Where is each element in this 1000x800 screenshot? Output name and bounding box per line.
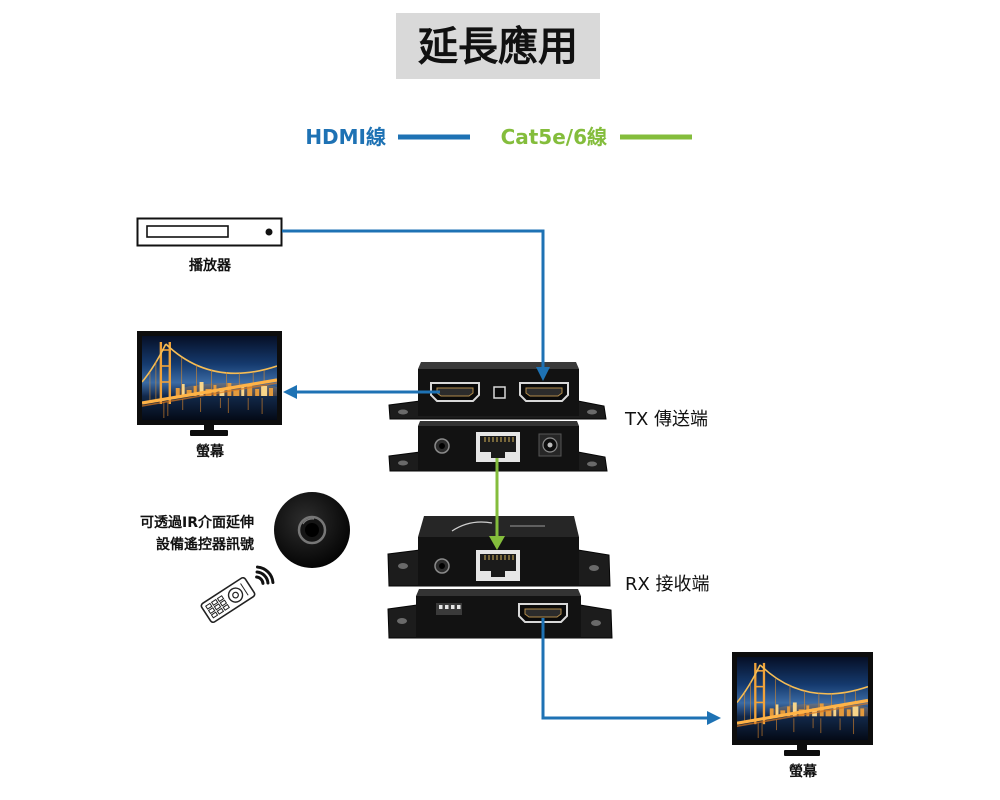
monitor-remote-screen xyxy=(737,657,877,740)
wireless-signal-icon xyxy=(255,565,275,585)
rx-dip-switch xyxy=(436,603,462,615)
hdmi-port-tongue xyxy=(525,387,563,397)
remote-button xyxy=(219,599,228,607)
ir-jack-icon xyxy=(274,492,350,568)
rx-hdmi-out-port xyxy=(518,603,568,623)
remote-button xyxy=(210,598,219,606)
remote-button xyxy=(207,607,216,615)
player-power-led xyxy=(265,228,273,236)
monitor-local-stand-base xyxy=(190,430,228,436)
dip-switch-toggle xyxy=(451,605,455,609)
remote-button xyxy=(210,611,219,619)
rx-front-ear-hole-left xyxy=(398,563,408,569)
legend-cat-label: Cat5e/6線 xyxy=(501,125,607,149)
arrow-down-icon xyxy=(489,536,505,550)
hdmi-cable-line xyxy=(282,229,545,368)
remote-button-grid xyxy=(205,595,230,619)
rx-front-ear-hole-right xyxy=(589,565,599,571)
title-background xyxy=(396,13,600,79)
rx-top-logo-swoosh xyxy=(451,521,493,532)
tx-label: TX 傳送端 xyxy=(624,409,708,430)
monitor-local-screen xyxy=(142,336,286,420)
remote-button xyxy=(216,595,225,603)
dip-switch-toggle xyxy=(445,605,449,609)
rx-label: RX 接收端 xyxy=(625,574,710,595)
hdmi-cable-line xyxy=(541,618,708,720)
signal-wave-medium xyxy=(255,570,270,585)
monitor-remote-stand-base xyxy=(784,750,820,756)
title-box: 延長應用 xyxy=(396,13,600,79)
hdmi-port-tongue xyxy=(524,608,562,618)
hdmi-cable-tx-to-local-monitor xyxy=(283,385,440,399)
remote-ok-button xyxy=(232,591,239,599)
remote-body xyxy=(200,576,256,624)
diagram-title: 延長應用 xyxy=(418,24,578,70)
remote-divider xyxy=(240,583,249,596)
rx-rj45-port xyxy=(476,550,520,581)
signal-wave-small xyxy=(255,575,265,585)
media-player-icon xyxy=(136,217,283,247)
tx-button-icon xyxy=(493,386,506,399)
hdmi-cable-player-to-tx xyxy=(282,229,550,381)
legend: HDMI線 Cat5e/6線 xyxy=(305,125,692,149)
monitor-remote-stand-neck xyxy=(797,745,807,751)
rx-rear-top-face xyxy=(416,589,581,596)
tx-rear-ear-hole-right xyxy=(587,461,597,467)
rx-ir-jack-hole xyxy=(439,563,445,569)
arrow-right-icon xyxy=(707,711,721,725)
rj45-contacts xyxy=(484,437,514,442)
player-disc-slot xyxy=(146,225,229,238)
monitor-local-label: 螢幕 xyxy=(196,443,225,460)
rx-rear-ear-hole-right xyxy=(591,620,601,626)
hdmi-port-tongue xyxy=(436,387,474,397)
tx-rear-ear-hole-left xyxy=(398,460,408,466)
monitor-remote-label: 螢幕 xyxy=(789,763,818,780)
tx-rear-top-face xyxy=(418,421,579,426)
cat-cable-tx-to-rx xyxy=(489,458,505,550)
tx-rj45-port xyxy=(476,432,520,462)
tx-front-ear-hole-right xyxy=(587,409,597,415)
monitor-icon xyxy=(137,331,286,436)
legend-hdmi-label: HDMI線 xyxy=(305,125,386,149)
tx-dc-jack-pin xyxy=(547,442,553,448)
ir-note-line-2: 設備遙控器訊號 xyxy=(156,536,254,553)
monitor-icon xyxy=(732,652,877,756)
tx-front-ear-hole-left xyxy=(398,409,408,415)
rx-unit-front-view xyxy=(387,516,611,587)
arrow-down-icon xyxy=(536,367,550,381)
tx-ir-jack-hole xyxy=(439,443,445,449)
ir-jack-socket xyxy=(305,523,319,537)
monitor-local-stand-neck xyxy=(204,425,214,431)
tx-unit-front-view xyxy=(388,362,607,420)
tx-hdmi-loop-out-port xyxy=(430,382,480,402)
hdmi-cable-rx-to-remote-monitor xyxy=(541,618,721,725)
remote-control-icon xyxy=(200,576,256,624)
rj45-contacts xyxy=(484,555,514,560)
ir-note-line-1: 可透過IR介面延伸 xyxy=(140,514,254,531)
remote-button xyxy=(216,607,225,615)
rx-unit-rear-view xyxy=(387,589,613,639)
remote-button xyxy=(213,603,222,611)
remote-button xyxy=(222,603,230,611)
player-label: 播放器 xyxy=(189,257,232,274)
tx-front-top-face xyxy=(418,362,579,369)
arrow-left-icon xyxy=(283,385,297,399)
dip-switch-toggle xyxy=(439,605,443,609)
rx-rear-ear-hole-left xyxy=(397,618,407,624)
tx-hdmi-in-port xyxy=(519,382,569,402)
remote-button xyxy=(205,602,213,610)
dip-switch-toggle xyxy=(457,605,461,609)
ir-jack-highlight xyxy=(302,518,315,525)
signal-wave-large xyxy=(255,565,275,585)
